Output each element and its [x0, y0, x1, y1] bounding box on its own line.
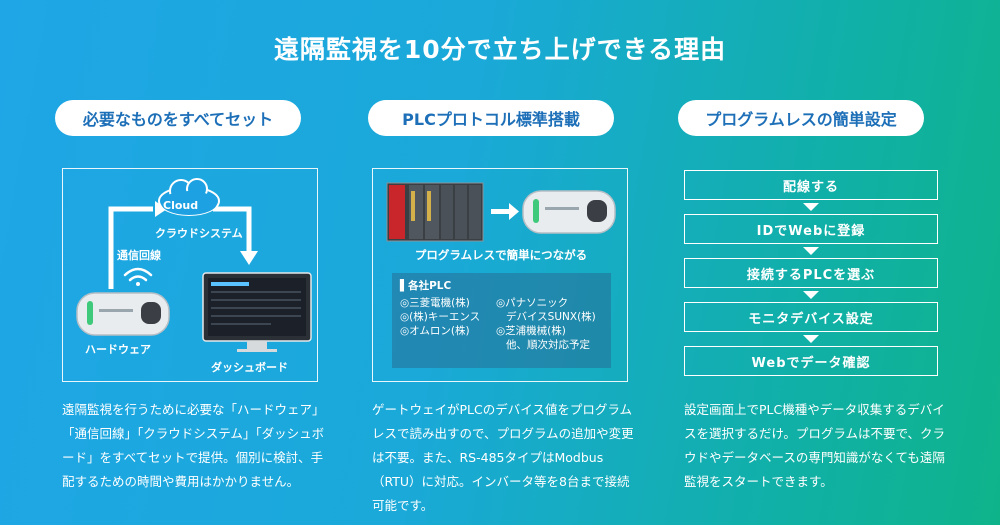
step-arrow-icon — [803, 335, 819, 343]
step-monitor-device: モニタデバイス設定 — [684, 302, 938, 332]
cloud-text: Cloud — [163, 199, 199, 212]
arrow-right-icon — [491, 203, 519, 220]
connector-right — [213, 206, 252, 251]
dashboard-label: ダッシュボード — [211, 361, 288, 374]
plc-right-list: ◎パナソニック デバイスSUNX(株) ◎芝浦機械(株) 他、順次対応予定 — [496, 296, 596, 352]
plc-vendor-panel: ▌各社PLC ◎三菱電機(株) ◎(株)キーエンス ◎オムロン(株) ◎パナソニ… — [392, 273, 611, 368]
list-item: 他、順次対応予定 — [506, 339, 590, 351]
plc-caption: プログラムレスで簡単につながる — [414, 248, 588, 262]
list-item: ◎オムロン(株) — [400, 325, 470, 337]
heading-programless: プログラムレスの簡単設定 — [678, 100, 924, 136]
hardware-label: ハードウェア — [85, 343, 151, 356]
step-select-plc: 接続するPLCを選ぶ — [684, 258, 938, 288]
connector-left — [108, 206, 153, 289]
system-diagram-svg — [76, 178, 312, 352]
heading-all-in-one: 必要なものをすべてセット — [55, 100, 301, 136]
step-wiring: 配線する — [684, 170, 938, 200]
dashboard-monitor-icon — [202, 272, 312, 352]
list-item: ◎パナソニック — [496, 297, 569, 309]
page-title: 遠隔監視を10分で立ち上げできる理由 — [273, 35, 727, 64]
step-check-web: Webでデータ確認 — [684, 346, 938, 376]
description-programless: 設定画面上でPLC機種やデータ収集するデバイスを選択するだけ。プログラムは不要で… — [684, 402, 946, 489]
step-arrow-icon — [803, 203, 819, 211]
list-item: ◎芝浦機械(株) — [496, 325, 566, 337]
description-plc-protocol: ゲートウェイがPLCのデバイス値をプログラムレスで読み出すので、プログラムの追加… — [372, 402, 634, 513]
list-item: ◎三菱電機(株) — [400, 297, 470, 309]
list-item: デバイスSUNX(株) — [506, 311, 596, 323]
cloud-system-label: クラウドシステム — [155, 227, 243, 240]
step-arrow-icon — [803, 291, 819, 299]
plc-panel-title: ▌各社PLC — [400, 280, 452, 292]
plc-diagram: プログラムレスで簡単につながる — [372, 168, 628, 382]
wifi-icon — [123, 267, 153, 286]
arrow-head-right — [155, 201, 167, 217]
plc-diagram-svg — [386, 182, 616, 242]
plc-rack-icon — [386, 182, 484, 242]
description-all-in-one: 遠隔監視を行うために必要な「ハードウェア」「通信回線」「クラウドシステム」「ダッ… — [62, 402, 325, 489]
plc-panel-title-text: 各社PLC — [408, 280, 452, 292]
gateway-device-icon — [76, 292, 170, 336]
step-register: IDでWebに登録 — [684, 214, 938, 244]
arrow-head-down — [240, 251, 258, 265]
heading-plc-protocol: PLCプロトコル標準搭載 — [368, 100, 614, 136]
list-item: ◎(株)キーエンス — [400, 311, 481, 323]
step-arrow-icon — [803, 247, 819, 255]
network-label: 通信回線 — [117, 249, 161, 262]
gateway-device-icon — [522, 190, 616, 234]
cloud-icon — [158, 178, 220, 216]
plc-left-list: ◎三菱電機(株) ◎(株)キーエンス ◎オムロン(株) — [400, 296, 496, 352]
system-diagram: Cloud クラウドシステム 通信回線 ハードウェア ダッシュボード — [62, 168, 318, 382]
